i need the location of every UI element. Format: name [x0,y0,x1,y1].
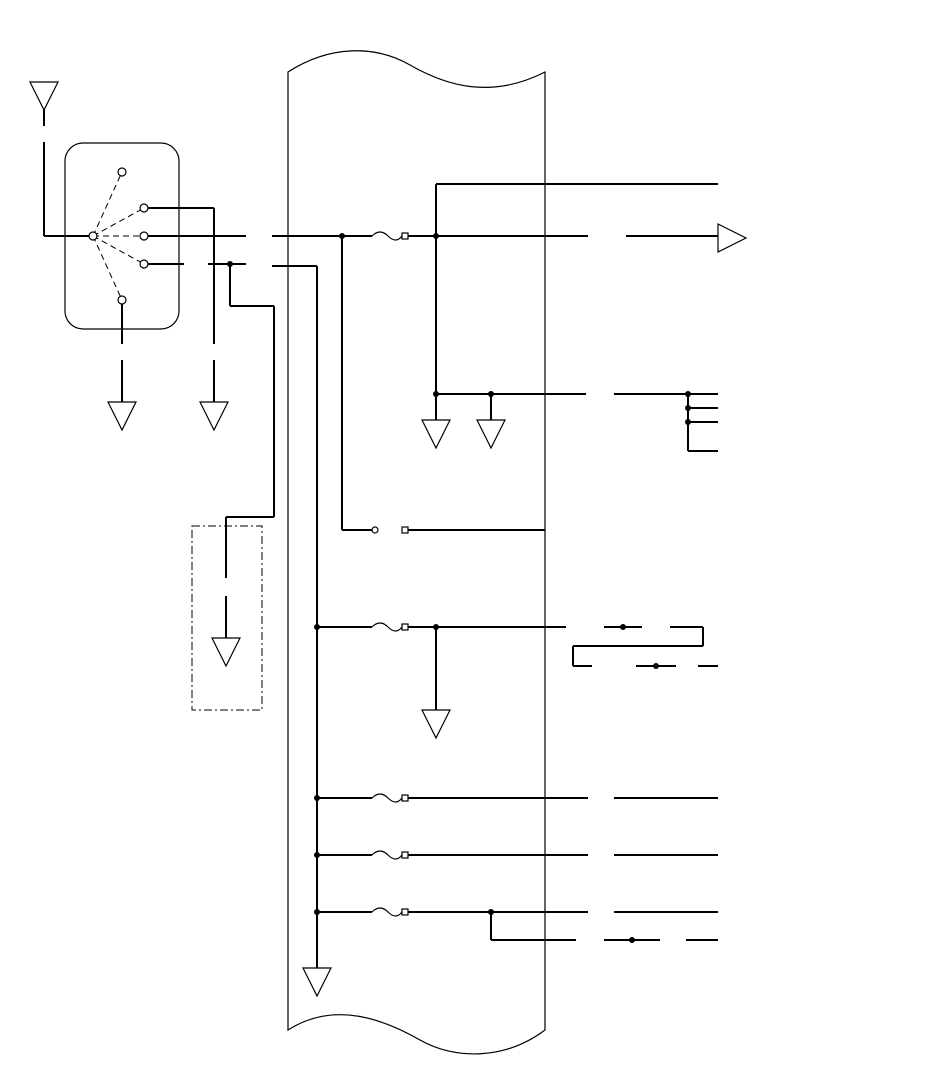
fuse-symbol [371,622,403,632]
rotary-selector-switch [64,142,180,330]
antenna-symbol [29,81,92,237]
ground-symbol [107,401,137,432]
output-arrow [717,223,748,253]
fuse-symbol [371,231,403,241]
ground-symbol [302,967,332,998]
ground-symbol [211,637,241,668]
fuse-symbol [371,907,403,917]
dashed-enclosure [191,525,263,711]
ground-symbol [476,419,506,450]
ground-symbol [421,709,451,740]
ground-symbol [421,419,451,450]
fuse-symbol [371,793,403,803]
ground-symbol [199,401,229,432]
fuse-symbol [371,850,403,860]
harness-panel [287,50,546,1055]
